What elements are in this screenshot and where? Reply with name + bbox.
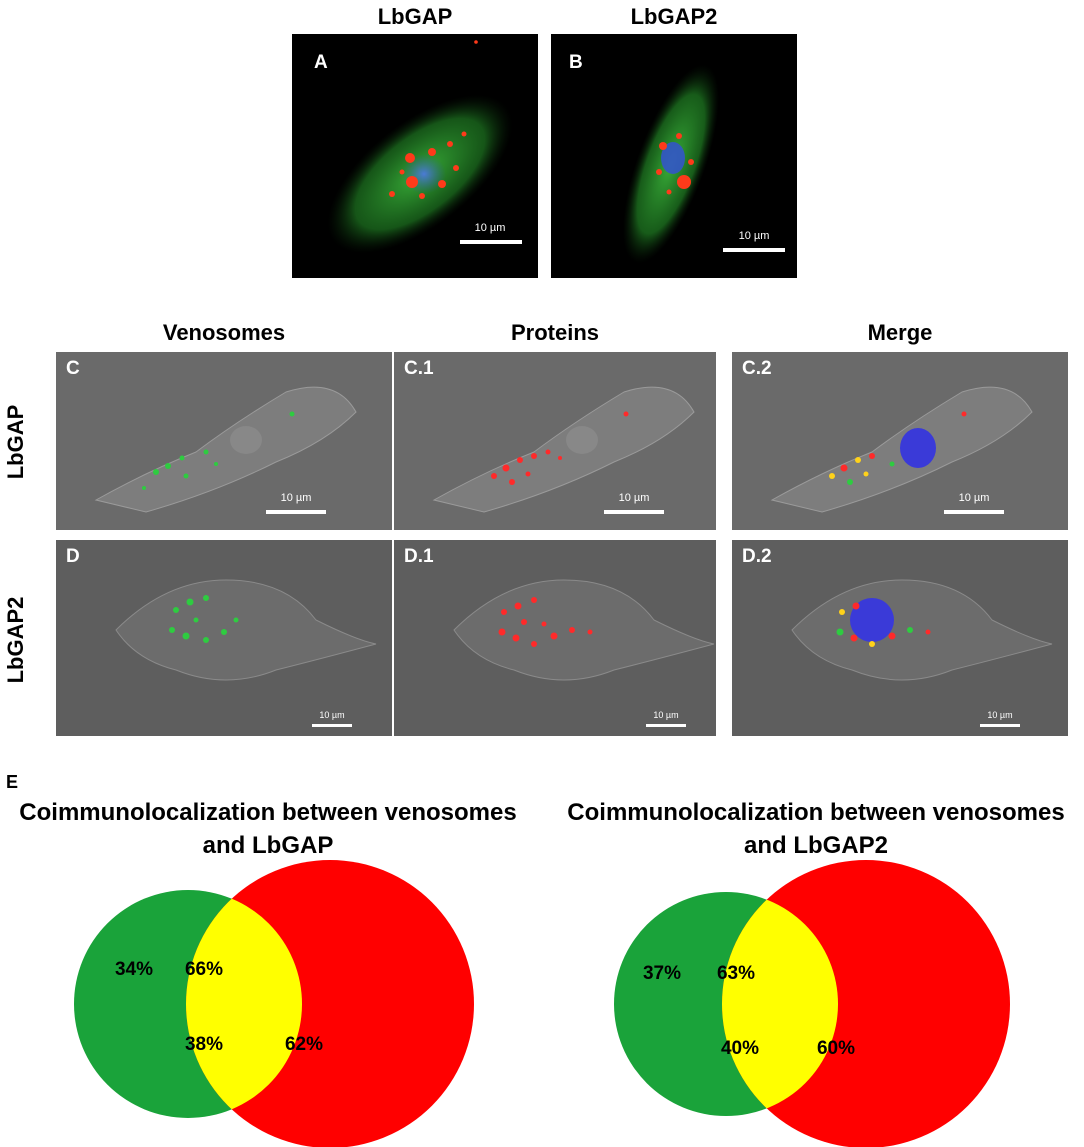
- venn-left-title-line1: Coimmunolocalization between venosomes: [19, 799, 517, 826]
- panel-a-scale-label: 10 µm: [474, 222, 506, 234]
- panel-d-scale-bar: [312, 724, 352, 727]
- venn-right-label-overlap-bottom: 40%: [721, 1038, 759, 1059]
- venn-right-label-left: 37%: [643, 963, 681, 984]
- panel-c1-scale-bar: [604, 510, 664, 514]
- panel-a-scale-bar: [460, 240, 522, 244]
- panel-b-image: B 10 µm: [551, 34, 797, 278]
- panel-b-scale-label: 10 µm: [738, 230, 770, 242]
- row-title-lbgap2: LbGAP2: [3, 596, 28, 684]
- venn-left-title-line2: and LbGAP: [202, 832, 334, 859]
- venn-left-overlap: [186, 890, 302, 1118]
- panel-c-image: C 10 µm: [56, 352, 392, 530]
- panel-d1-letter: D.1: [404, 546, 434, 567]
- panel-d2-scale-label: 10 µm: [987, 710, 1013, 720]
- panel-b-letter: B: [569, 52, 583, 73]
- venn-right: 37% 63% 40% 60%: [614, 860, 1010, 1147]
- venn-right-label-overlap-top: 63%: [717, 963, 755, 984]
- panel-c-letter: C: [66, 358, 80, 379]
- venn-left-label-right: 62%: [285, 1034, 323, 1055]
- column-title-proteins: Proteins: [510, 320, 600, 345]
- venn-right-title-line2: and LbGAP2: [743, 832, 888, 859]
- venn-left: 34% 66% 38% 62%: [74, 860, 474, 1147]
- panel-d1-image: D.1 10 µm: [394, 540, 716, 736]
- panel-d1-scale-bar: [646, 724, 686, 727]
- section-e-letter: E: [6, 772, 19, 792]
- panel-c2-letter: C.2: [742, 358, 772, 379]
- venn-left-label-overlap-bottom: 38%: [185, 1034, 223, 1055]
- column-title-merge: Merge: [867, 320, 933, 345]
- panel-c1-scale-label: 10 µm: [618, 492, 650, 504]
- panel-d-image: D 10 µm: [56, 540, 392, 736]
- panel-d1-scale-label: 10 µm: [653, 710, 679, 720]
- panel-a-title: LbGAP: [377, 4, 453, 29]
- venn-left-label-left: 34%: [115, 959, 153, 980]
- panel-c2-image: C.2 10 µm: [732, 352, 1068, 530]
- venn-right-label-right: 60%: [817, 1038, 855, 1059]
- panel-d2-letter: D.2: [742, 546, 772, 567]
- venn-right-overlap: [722, 892, 838, 1116]
- panel-c1-letter: C.1: [404, 358, 434, 379]
- venn-right-title-line1: Coimmunolocalization between venosomes: [567, 799, 1065, 826]
- panel-b-title: LbGAP2: [630, 4, 718, 29]
- panel-d2-image: D.2 10 µm: [732, 540, 1068, 736]
- panel-b-scale-bar: [723, 248, 785, 252]
- column-title-venosomes: Venosomes: [162, 320, 286, 345]
- panel-a-letter: A: [314, 52, 328, 73]
- panel-c2-scale-label: 10 µm: [958, 492, 990, 504]
- panel-a-image: A 10 µm: [292, 34, 538, 278]
- venn-left-title: Coimmunolocalization between venosomes a…: [0, 796, 536, 862]
- panel-d-letter: D: [66, 546, 80, 567]
- venn-right-title: Coimmunolocalization between venosomes a…: [548, 796, 1084, 862]
- panel-d2-scale-bar: [980, 724, 1020, 727]
- row-title-lbgap: LbGAP: [3, 404, 28, 480]
- panel-c-scale-label: 10 µm: [280, 492, 312, 504]
- panel-c1-image: C.1 10 µm: [394, 352, 716, 530]
- panel-c2-scale-bar: [944, 510, 1004, 514]
- panel-c-scale-bar: [266, 510, 326, 514]
- panel-d-scale-label: 10 µm: [319, 710, 345, 720]
- venn-left-label-overlap-top: 66%: [185, 959, 223, 980]
